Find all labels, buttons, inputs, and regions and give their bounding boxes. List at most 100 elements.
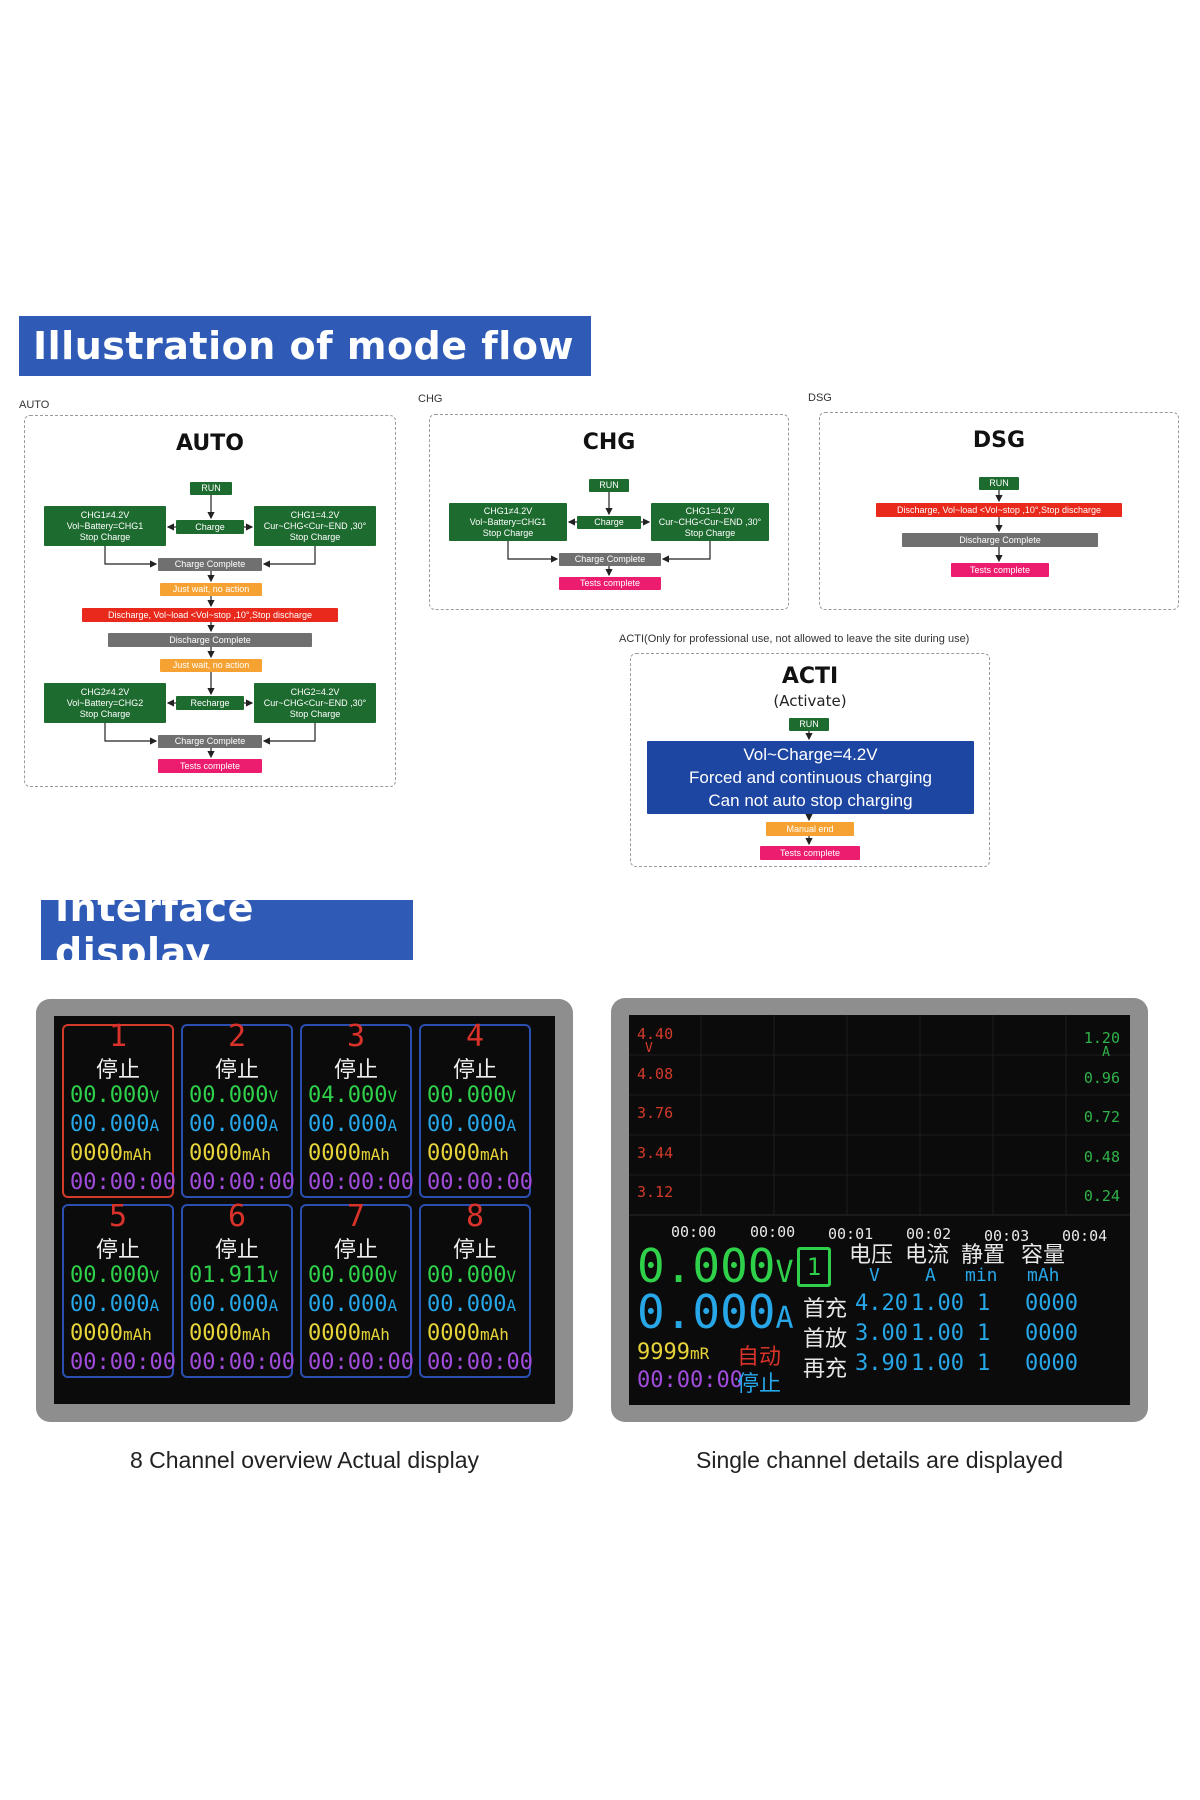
- channel-current: 00.000A: [308, 1293, 397, 1318]
- auto-wait-2: Just wait, no action: [160, 659, 262, 672]
- auto-tag: AUTO: [19, 399, 50, 411]
- auto-chg2-right: CHG2=4.2V Cur~CHG<Cur~END ,30° Stop Char…: [254, 683, 376, 723]
- channel-current-value: 00.000: [427, 1292, 507, 1317]
- channel-capacity-value: 0000: [308, 1321, 361, 1346]
- dsg-tests-complete: Tests complete: [951, 563, 1049, 577]
- time-tick: 00:00: [671, 1223, 717, 1241]
- row-voltage: 3.90: [855, 1351, 908, 1376]
- channel-voltage: 00.000V: [70, 1264, 159, 1289]
- auto-discharge-complete: Discharge Complete: [108, 633, 312, 647]
- channel-voltage-unit: V: [268, 1267, 279, 1286]
- channel-current: 00.000A: [70, 1113, 159, 1138]
- channel-number: 7: [346, 1199, 366, 1234]
- channel-voltage-unit: V: [268, 1087, 279, 1106]
- channel-number: 2: [227, 1019, 247, 1054]
- time-tick: 00:03: [984, 1227, 1030, 1245]
- channel-time: 00:00:00: [308, 1350, 414, 1375]
- channel-current-unit: A: [149, 1116, 160, 1135]
- left-axis-unit: V: [645, 1041, 653, 1056]
- interface-banner: Interface display: [41, 886, 413, 974]
- channel-current-value: 00.000: [189, 1112, 269, 1137]
- channel-time: 00:00:00: [189, 1350, 295, 1375]
- row-current: 1.00: [911, 1321, 964, 1346]
- channel-capacity-value: 0000: [70, 1321, 123, 1346]
- channel-current-unit: A: [506, 1116, 517, 1135]
- channel-state: 停止: [214, 1238, 259, 1263]
- col-header-rest: 静置: [961, 1243, 1006, 1268]
- channel-time: 00:00:00: [70, 1350, 176, 1375]
- chg-right: CHG1=4.2V Cur~CHG<Cur~END ,30° Stop Char…: [651, 503, 769, 541]
- auto-discharge: Discharge, Vol~load <Vol~stop ,10°,Stop …: [82, 608, 338, 622]
- channel-capacity: 0000mAh: [189, 1322, 271, 1347]
- channel-capacity-value: 0000: [427, 1141, 480, 1166]
- channel-capacity: 0000mAh: [70, 1322, 152, 1347]
- right-axis-tick: 1.20: [1083, 1029, 1120, 1047]
- channel-state: 停止: [333, 1238, 378, 1263]
- right-axis-tick: 0.72: [1083, 1108, 1120, 1126]
- auto-charge-complete: Charge Complete: [158, 558, 262, 571]
- detail-voltage-unit: V: [775, 1255, 794, 1290]
- row-capacity: 0000: [1025, 1351, 1078, 1376]
- channel-voltage: 00.000V: [308, 1264, 397, 1289]
- mode-flow-banner: Illustration of mode flow: [19, 316, 591, 376]
- channel-voltage-value: 04.000: [308, 1083, 388, 1108]
- channel-capacity-value: 0000: [308, 1141, 361, 1166]
- channel-voltage-unit: V: [506, 1087, 517, 1106]
- channel-state: 停止: [214, 1058, 259, 1083]
- channel-voltage-unit: V: [506, 1267, 517, 1286]
- channel-voltage-value: 00.000: [308, 1263, 388, 1288]
- channel-capacity: 0000mAh: [308, 1142, 390, 1167]
- row-label: 首充: [803, 1297, 848, 1322]
- channel-capacity: 0000mAh: [308, 1322, 390, 1347]
- channel-state: 停止: [452, 1058, 497, 1083]
- channel-current-unit: A: [506, 1296, 517, 1315]
- channel-current-value: 00.000: [308, 1112, 388, 1137]
- detail-current-unit: A: [775, 1301, 794, 1336]
- channel-capacity-unit: mAh: [241, 1325, 271, 1344]
- channel-voltage: 00.000V: [427, 1084, 516, 1109]
- auto-chg1-left: CHG1≠4.2V Vol~Battery=CHG1 Stop Charge: [44, 506, 166, 546]
- channel-voltage: 04.000V: [308, 1084, 397, 1109]
- auto-wait-1: Just wait, no action: [160, 583, 262, 596]
- channel-current-unit: A: [149, 1296, 160, 1315]
- channel-badge: 1: [797, 1247, 831, 1287]
- chg-tag: CHG: [418, 393, 443, 405]
- auto-run: RUN: [190, 482, 232, 495]
- detail-state: 停止: [737, 1372, 782, 1397]
- left-axis-tick: 3.12: [637, 1183, 674, 1201]
- channel-time: 00:00:00: [427, 1170, 533, 1195]
- row-capacity: 0000: [1025, 1291, 1078, 1316]
- detail-chart-grid: [629, 1015, 1130, 1216]
- row-capacity: 0000: [1025, 1321, 1078, 1346]
- channel-voltage-unit: V: [387, 1087, 398, 1106]
- acti-title: ACTI: [781, 664, 839, 689]
- channel-capacity-unit: mAh: [241, 1145, 271, 1164]
- channel-voltage-unit: V: [149, 1087, 160, 1106]
- detail-caption: Single channel details are displayed: [696, 1447, 1063, 1473]
- right-axis-tick: 0.24: [1083, 1187, 1120, 1205]
- chg-run: RUN: [589, 479, 629, 492]
- channel-capacity: 0000mAh: [427, 1322, 509, 1347]
- time-tick: 00:04: [1062, 1227, 1108, 1245]
- channel-time: 00:00:00: [70, 1170, 176, 1195]
- channel-number: 6: [227, 1199, 247, 1234]
- channel-current: 00.000A: [189, 1113, 278, 1138]
- acti-manual-end: Manual end: [766, 822, 854, 836]
- channel-number: 1: [108, 1019, 128, 1054]
- chg-title: CHG: [582, 430, 636, 455]
- acti-tests-complete: Tests complete: [760, 846, 860, 860]
- channel-capacity-value: 0000: [70, 1141, 123, 1166]
- channel-state: 停止: [95, 1238, 140, 1263]
- detail-resistance-unit: mR: [689, 1344, 710, 1363]
- channel-current-value: 00.000: [308, 1292, 388, 1317]
- row-rest: 1: [977, 1351, 991, 1376]
